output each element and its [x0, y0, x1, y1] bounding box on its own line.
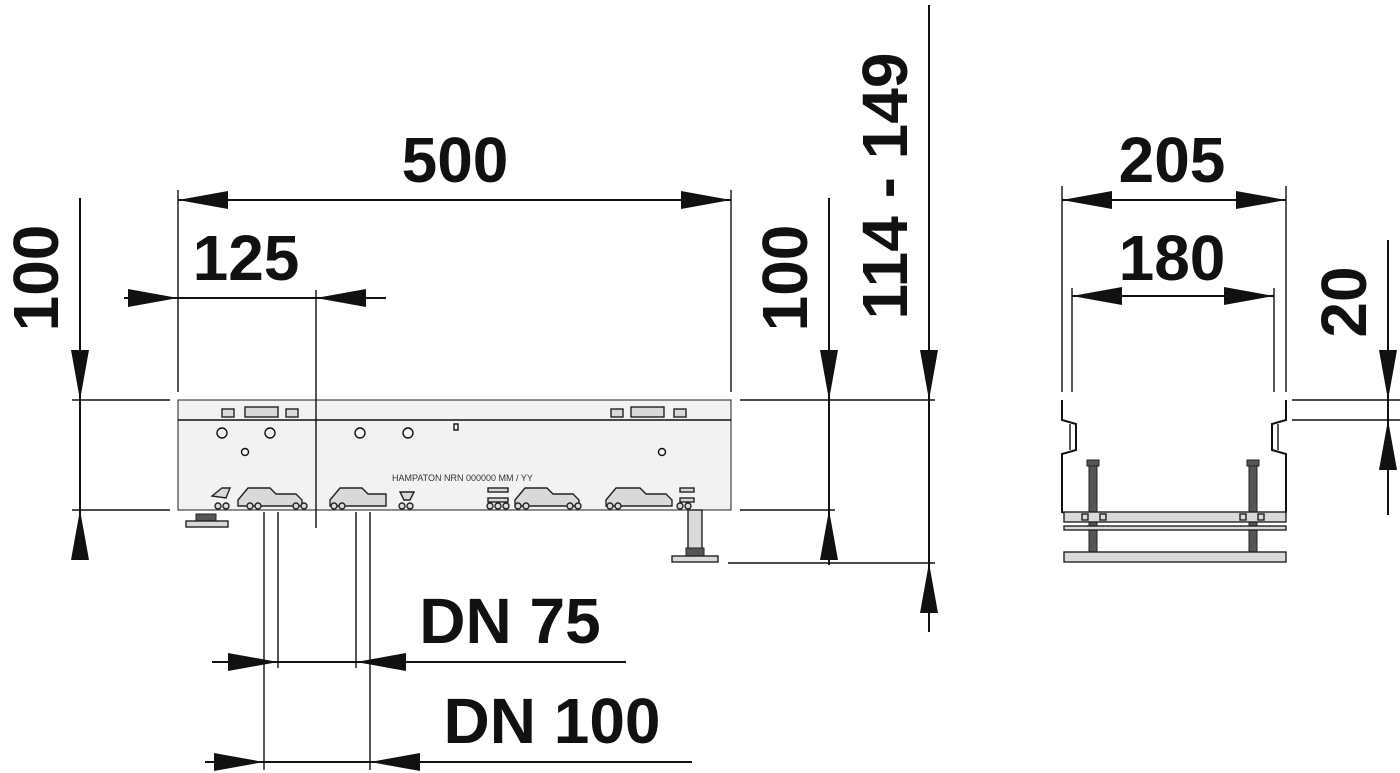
dim-180-label: 180 [1119, 222, 1226, 294]
body-marking: HAMPATON NRN 000000 MM / YY [392, 473, 533, 483]
dim-205-label: 205 [1119, 124, 1226, 196]
front-view: HAMPATON NRN 000000 MM / YY [0, 5, 938, 771]
section-view: 205 180 20 [1061, 124, 1400, 563]
right-foot [671, 509, 719, 563]
dim-114-149-label: 114 - 149 [849, 53, 921, 320]
dim-500-label: 500 [402, 124, 509, 196]
dim-20-label: 20 [1308, 266, 1380, 337]
dim-100-left-label: 100 [0, 225, 72, 332]
dn100-label: DN 100 [444, 685, 661, 757]
dim-125-label: 125 [193, 222, 300, 294]
left-foot [185, 513, 229, 528]
dim-100-right-label: 100 [749, 225, 821, 332]
dn75-label: DN 75 [419, 585, 600, 657]
